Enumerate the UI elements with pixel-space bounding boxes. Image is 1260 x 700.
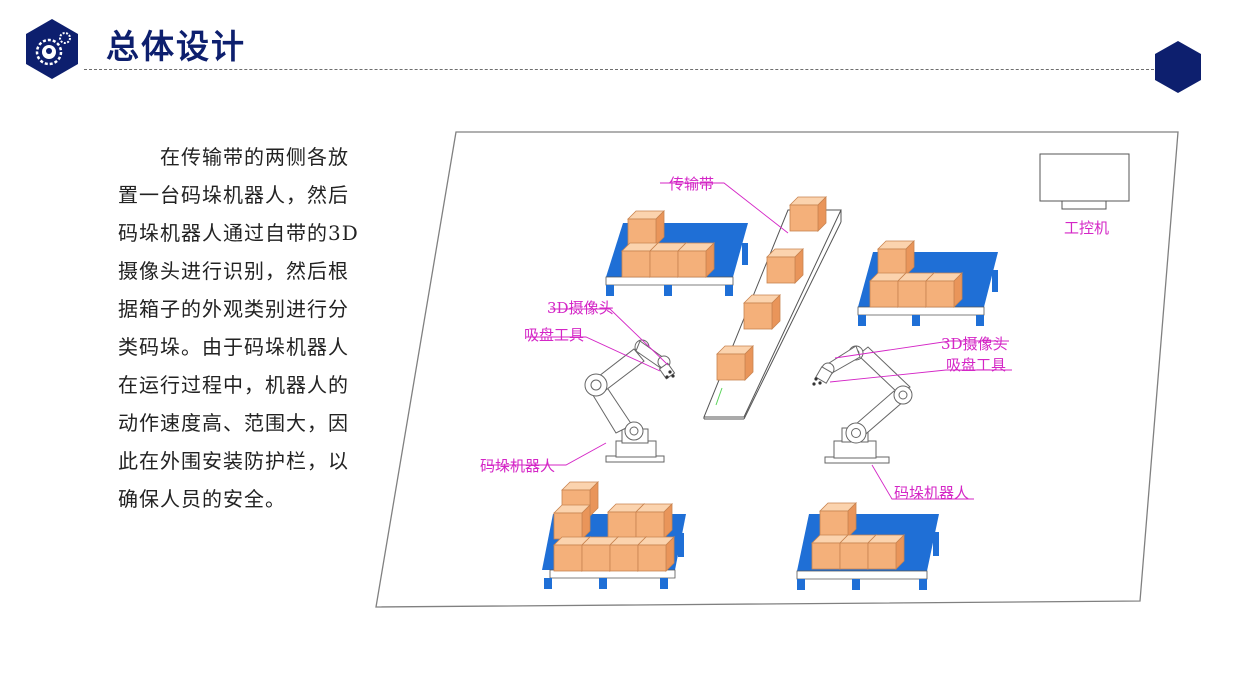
label-robot-right: 码垛机器人 <box>894 484 970 502</box>
ipc-monitor-icon <box>1039 153 1130 210</box>
pallet-box <box>877 240 915 276</box>
label-ipc: 工控机 <box>1064 219 1110 237</box>
pallet-box <box>925 272 963 308</box>
body-paragraph: 在传输带的两侧各放置一台码垛机器人，然后码垛机器人通过自带的3D摄像头进行识别，… <box>118 145 359 511</box>
title-divider <box>84 69 1154 70</box>
conveyor-box <box>716 345 754 381</box>
pallet-box <box>635 503 673 539</box>
label-gripper-left: 吸盘工具 <box>524 326 585 344</box>
label-gripper-right: 吸盘工具 <box>946 356 1007 374</box>
conveyor-box <box>789 196 827 232</box>
pallet-box <box>819 502 857 538</box>
pallet-box <box>677 242 715 278</box>
layout-diagram: 传输带 工控机 3D摄像头 吸盘工具 码垛机器人 3D摄像头 吸盘工具 码垛机器… <box>370 125 1190 615</box>
suction-cups-right-icon <box>812 377 822 386</box>
pallet-box <box>637 536 675 572</box>
label-camera-left: 3D摄像头 <box>547 299 614 317</box>
pallet-box <box>553 504 591 540</box>
pallet-box <box>627 210 665 246</box>
palletizing-robot-left <box>584 339 676 463</box>
label-conveyor: 传输带 <box>669 175 715 193</box>
conveyor-box <box>766 248 804 284</box>
corner-hexagon-icon <box>1155 41 1201 93</box>
page-title: 总体设计 <box>106 27 246 66</box>
suction-cups-left-icon <box>665 370 675 379</box>
header-logo-icon <box>26 19 78 79</box>
conveyor-box <box>743 294 781 330</box>
label-leader-lines <box>488 182 1012 500</box>
label-robot-left: 码垛机器人 <box>480 457 556 475</box>
label-camera-right: 3D摄像头 <box>941 335 1008 353</box>
palletizing-robot-right <box>815 345 913 464</box>
diagram-drawing <box>375 131 1179 608</box>
safety-fence-outline <box>375 131 1179 608</box>
pallet-box <box>867 534 905 570</box>
